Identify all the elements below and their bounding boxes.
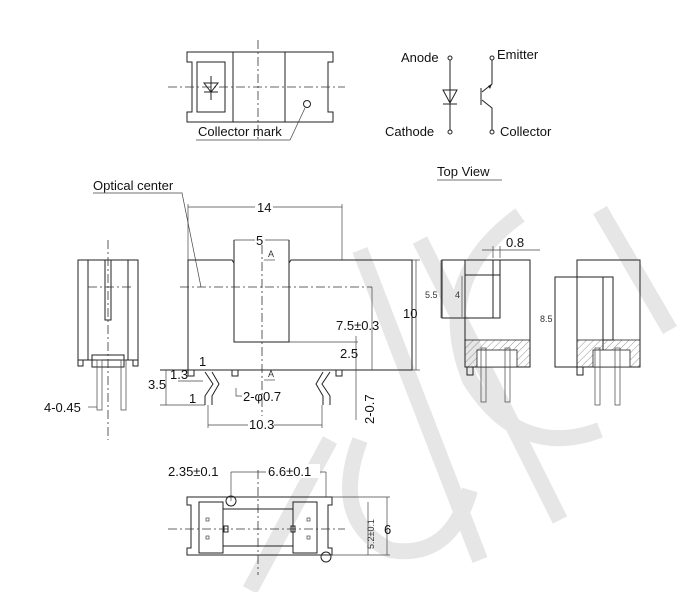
dim-center-height: 7.5±0.3 [336, 318, 379, 333]
dim-4: 4 [455, 290, 460, 300]
diode-symbol-icon [202, 76, 220, 100]
dim-slot-bottom: 2.5 [340, 346, 358, 361]
dim-1-a: 1 [199, 354, 206, 369]
led-diode-icon [442, 60, 458, 130]
dim-lead-width: 4-0.45 [44, 400, 81, 415]
dim-6-6: 6.6±0.1 [268, 464, 311, 479]
dim-6: 6 [384, 522, 391, 537]
dim-slot: 5 [256, 233, 263, 248]
cathode-label: Cathode [385, 124, 434, 139]
side-view: 4-0.45 [44, 240, 139, 440]
emitter-label: Emitter [497, 47, 539, 62]
dim-1-3: 1.3 [170, 367, 188, 382]
schematic: Anode Cathode Emitter Collector Top View [385, 47, 552, 181]
dim-2-35: 2.35±0.1 [168, 464, 219, 479]
dim-lead-len: 3.5 [148, 377, 166, 392]
section-views: 0.8 5.5 4 8.5 [425, 235, 641, 406]
top-view-caption: Top View [437, 164, 490, 179]
dim-width: 14 [257, 200, 271, 215]
dim-5-2: 5.2±0.1 [366, 519, 376, 549]
front-view: Optical center 14 5 A A 10.3 2- [93, 178, 420, 432]
dim-height: 10 [403, 306, 417, 321]
dim-8-5: 8.5 [540, 314, 553, 324]
phototransistor-icon [480, 60, 493, 130]
dim-5-5: 5.5 [425, 290, 438, 300]
optical-center-label: Optical center [93, 178, 174, 193]
collector-mark-icon [303, 100, 311, 108]
dim-2-0-7: 2-0.7 [362, 394, 377, 424]
dim-lead-dia: 2-φ0.7 [243, 389, 281, 404]
dim-0-8: 0.8 [506, 235, 524, 250]
anode-label: Anode [401, 50, 439, 65]
watermark [242, 205, 677, 592]
collector-label: Collector [500, 124, 552, 139]
dim-1-b: 1 [189, 391, 196, 406]
top-view: Collector mark [168, 40, 345, 141]
dim-lead-pitch: 10.3 [249, 417, 274, 432]
section-a-top: A [268, 249, 274, 259]
section-a-bottom: A [268, 369, 274, 379]
bottom-view: 2.35±0.1 6.6±0.1 6 5.2±0.1 [168, 464, 391, 575]
collector-mark-label: Collector mark [198, 124, 282, 139]
